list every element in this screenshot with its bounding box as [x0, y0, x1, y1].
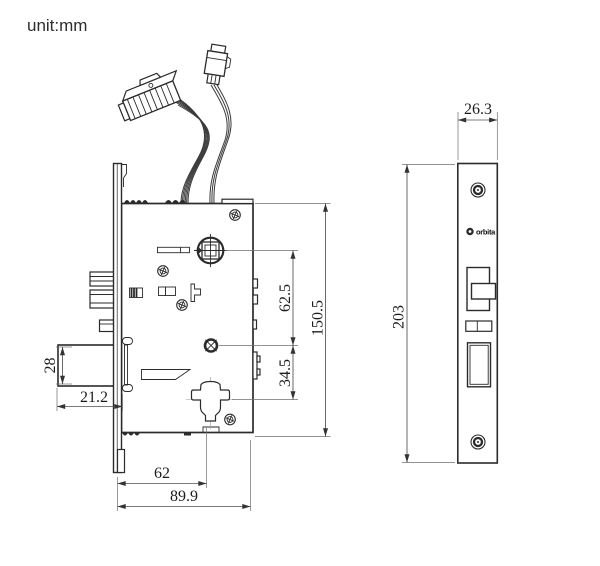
faceplate-side-view: [112, 162, 133, 474]
dim-hub-to-pin-label: 62.5: [277, 284, 294, 312]
dim-deadbolt-height-label: 28: [42, 358, 59, 374]
brand-logo-text: orbita: [476, 228, 496, 237]
dimension-deadbolt-height: 28: [42, 346, 72, 385]
dimension-deadbolt-throw: 21.2: [56, 388, 123, 411]
latch-bolt-side: [89, 271, 115, 309]
deadlatch-front: [465, 320, 493, 332]
dimension-case-height: 150.5: [255, 203, 331, 437]
faceplate-screw-bottom: [469, 433, 487, 451]
dim-backset-label: 62: [154, 465, 170, 482]
lever-pin: [203, 338, 219, 353]
dim-faceplate-height-label: 203: [391, 305, 408, 329]
ribbon-wires: [168, 91, 210, 204]
dimension-case-depth: 89.9: [117, 440, 251, 511]
plug-connector: [203, 43, 232, 86]
latch-bolt-front: [466, 266, 497, 312]
ribbon-connector: [117, 69, 182, 122]
dimension-backset: 62: [117, 428, 207, 511]
spindle-hub: [194, 234, 227, 267]
dim-pin-to-cylinder-label: 34.5: [277, 359, 294, 387]
brand-logo: orbita: [466, 228, 496, 237]
dim-case-depth-label: 89.9: [170, 488, 198, 505]
dimension-hub-to-pin: 62.5: [219, 250, 298, 346]
cable-assembly: [117, 43, 232, 204]
faceplate-front-view: orbita: [456, 162, 499, 464]
dimension-pin-to-cylinder: 34.5: [232, 345, 298, 400]
faceplate-screw-top: [469, 181, 487, 199]
auxiliary-pin-side: [98, 319, 116, 333]
internal-parts: [129, 283, 201, 380]
round-wires: [209, 84, 232, 204]
unit-label: unit:mm: [27, 16, 87, 35]
lock-case-side-view: [120, 198, 261, 436]
cylinder-cutout: [186, 377, 234, 429]
dim-case-height-label: 150.5: [310, 300, 327, 336]
dimension-faceplate-height: 203: [391, 164, 455, 463]
adjust-slot: [157, 246, 190, 254]
deadbolt-front: [466, 342, 492, 388]
dim-faceplate-width-label: 26.3: [464, 101, 492, 118]
dimension-faceplate-width: 26.3: [457, 101, 498, 160]
dim-deadbolt-throw-label: 21.2: [80, 389, 108, 406]
deadbolt-side: [57, 344, 116, 387]
